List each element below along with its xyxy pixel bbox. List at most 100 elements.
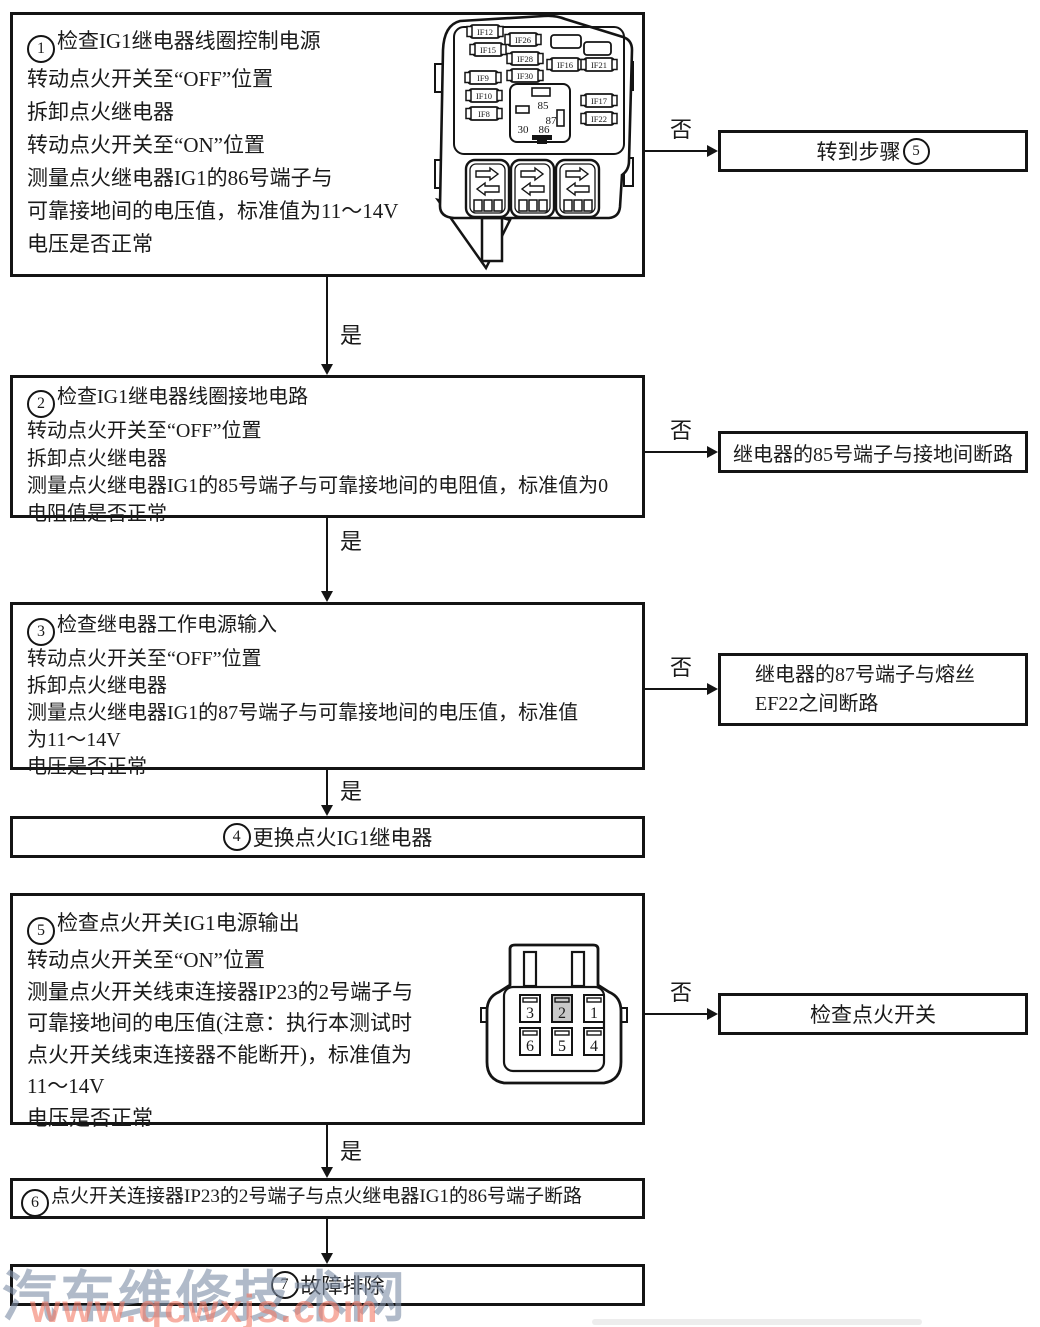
connector-pin-number: 4 <box>590 1038 598 1055</box>
no-label-1: 否 <box>670 117 693 142</box>
step-text-line: 转动点火开关至“OFF”位置 <box>27 67 274 91</box>
watermark-site-url: www.qcwxjs.com <box>30 1288 380 1327</box>
fusebox-panel <box>453 26 625 155</box>
fuse-IF9: IF9 <box>464 70 502 85</box>
fuse-IF10: IF10 <box>465 88 503 103</box>
fuse-IF21: IF21 <box>580 57 618 72</box>
arrow-step1-no <box>645 145 718 157</box>
connector-pin-1: 1 <box>583 994 605 1023</box>
arrow-step5-no <box>645 1008 718 1020</box>
relay-pin-86: 86 <box>539 124 551 136</box>
fuse-label: IF21 <box>591 60 607 70</box>
connector-key-slot <box>570 950 586 988</box>
step-5-lines: 转动点火开关至“ON”位置测量点火开关线束连接器IP23的2号端子与可靠接地间的… <box>27 945 630 1134</box>
step-text-line: 测量点火开关线束连接器IP23的2号端子与 <box>27 979 414 1004</box>
yes-label-1: 是 <box>340 323 363 348</box>
relay-socket <box>464 158 511 219</box>
connector-pin-number: 2 <box>558 1005 566 1022</box>
step-3-number: 3 <box>27 618 55 646</box>
step-text-line: 测量点火继电器IG1的85号端子与可靠接地间的电阻值，标准值为0 <box>27 475 609 497</box>
step-text-line: 测量点火继电器IG1的86号端子与 <box>27 166 333 190</box>
step-1-number: 1 <box>27 35 55 63</box>
step-text-line: 11～14V <box>27 1074 105 1098</box>
step-text-line: 转动点火开关至“OFF”位置 <box>27 420 262 442</box>
connector-pin-number: 5 <box>558 1038 566 1055</box>
step-text-line: 电阻值是否正常 <box>27 502 167 525</box>
relay-pin-85: 85 <box>538 100 550 112</box>
connector-pin-number: 3 <box>526 1005 534 1022</box>
fuse-label: IF8 <box>478 109 490 119</box>
step-6-number: 6 <box>21 1188 49 1217</box>
fuse-IF22: IF22 <box>580 111 618 126</box>
step-text-line: 转动点火开关至“ON”位置 <box>27 948 265 972</box>
fuse-label: IF16 <box>557 60 573 70</box>
watermark-site-name: 汽车维修技术网 <box>2 1267 409 1327</box>
arrow-step3-no <box>645 683 718 695</box>
connector-pin-3: 3 <box>519 994 541 1023</box>
fuse-IF12: IF12 <box>466 24 504 39</box>
arrow-step5-to-step6 <box>321 1125 333 1178</box>
step-1-lines: 转动点火开关至“OFF”位置拆卸点火继电器转动点火开关至“ON”位置测量点火继电… <box>27 63 630 261</box>
arrow-step2-to-step3 <box>321 518 333 602</box>
connector-pin-2: 2 <box>551 994 573 1023</box>
step-text-line: 为11～14V <box>27 729 121 751</box>
connector-pin-4: 4 <box>583 1027 605 1056</box>
yes-label-2: 是 <box>340 529 363 554</box>
step-text-line: 电压是否正常 <box>27 232 153 256</box>
fusebox-bottom-tab <box>480 216 504 263</box>
step-text-line: 点火开关线束连接器不能断开)，标准值为 <box>27 1042 412 1067</box>
step-7-number: 7 <box>270 1271 299 1299</box>
connector-pin-number: 6 <box>526 1038 534 1055</box>
fuse-IF16: IF16 <box>546 57 584 72</box>
fuse-IF8: IF8 <box>465 106 503 121</box>
goto-step-number: 5 <box>902 137 930 165</box>
fuse-label: IF12 <box>477 27 493 37</box>
connector-key-slot <box>522 950 538 988</box>
fuse-label: IF17 <box>591 96 607 106</box>
fuse-label: IF9 <box>477 73 489 83</box>
fault-85-open-box: 继电器的85号端子与接地间断路 <box>718 431 1028 473</box>
relay-pin-87: 87 <box>546 115 558 127</box>
connector-pin-5: 5 <box>551 1027 573 1056</box>
yes-label-3: 是 <box>340 779 363 804</box>
relay-pin86-tab <box>532 135 552 140</box>
fuse-unlabeled <box>550 34 612 56</box>
fuse-label: IF30 <box>517 71 533 81</box>
step-text-line: 拆卸点火继电器 <box>27 100 174 124</box>
fuse-label: IF28 <box>517 54 533 64</box>
fuse-label: IF22 <box>591 114 607 124</box>
arrow-step1-to-step2 <box>321 277 333 375</box>
step-2-number: 2 <box>27 390 55 418</box>
fault-87-fuse-box: 继电器的87号端子与熔丝 EF22之间断路 <box>718 653 1028 726</box>
fuse-label: IF15 <box>480 45 496 55</box>
check-ignition-switch-box: 检查点火开关 <box>718 993 1028 1035</box>
connector-pin-6: 6 <box>519 1027 541 1056</box>
fuse-label: IF26 <box>515 35 531 45</box>
step-4-number: 4 <box>222 823 251 851</box>
arrow-step3-to-step4 <box>321 770 333 816</box>
fuse-label: IF10 <box>476 91 492 101</box>
no-label-5: 否 <box>670 980 693 1005</box>
step-5-number: 5 <box>27 917 55 945</box>
fuse-IF26: IF26 <box>504 32 542 47</box>
no-label-3: 否 <box>670 655 693 680</box>
step-2-lines: 转动点火开关至“OFF”位置拆卸点火继电器测量点火继电器IG1的85号端子与可靠… <box>27 418 630 528</box>
step-text-line: 电压是否正常 <box>27 756 147 778</box>
step-text-line: 可靠接地间的电压值(注意：执行本测试时 <box>27 1011 412 1035</box>
fuse-IF28: IF28 <box>506 51 544 66</box>
step-text-line: 可靠接地间的电压值，标准值为11～14V <box>27 199 399 223</box>
